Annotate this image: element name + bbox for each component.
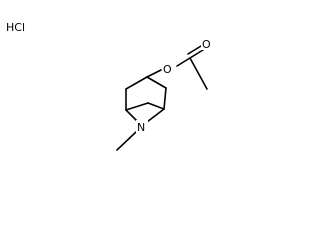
bond-c4-c5: [146, 76, 167, 89]
nitrogen-label-bg: [136, 120, 148, 133]
carbonyl-oxygen-label-bg: [201, 37, 214, 50]
nitrogen-label: N: [137, 121, 145, 134]
bond-c2-c7: [125, 102, 149, 111]
bond-o-carbonyl: [176, 57, 191, 67]
bond-carbonyl-double-b: [187, 45, 202, 55]
bond-c6-n: [146, 108, 165, 123]
bond-c7-c8: [147, 102, 165, 110]
ester-oxygen-label-bg: [162, 62, 175, 75]
bond-c4-o: [146, 69, 162, 78]
bond-carbonyl-double-a: [189, 49, 204, 59]
bond-carbonyl-methyl: [189, 57, 208, 90]
chemical-structure: HCl N O O: [6, 21, 214, 151]
ester-oxygen-label: O: [163, 63, 172, 76]
bond-c3-c4: [125, 76, 148, 90]
bond-lines: [116, 45, 208, 151]
hcl-label: HCl: [6, 21, 25, 34]
bond-n-methyl: [116, 131, 137, 151]
bond-c5-c6: [163, 87, 167, 110]
carbonyl-oxygen-label: O: [202, 38, 211, 51]
